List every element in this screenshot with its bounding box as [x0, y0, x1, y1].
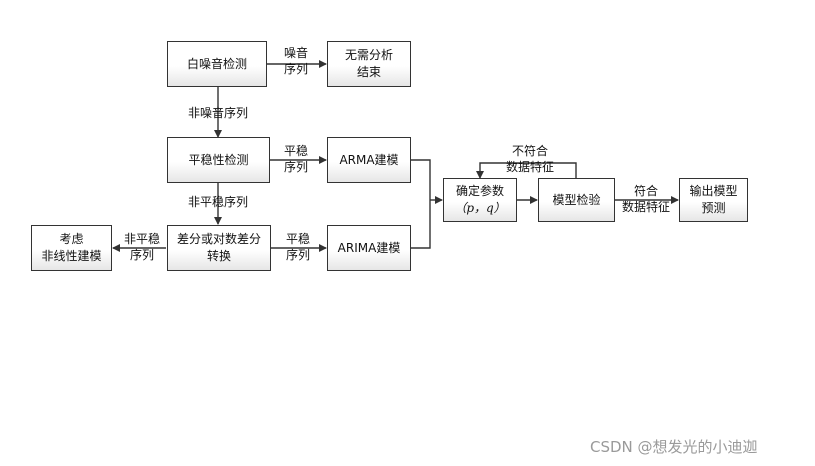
edge-label-noise-l1: 噪音	[283, 46, 308, 60]
output-label-line1: 输出模型	[689, 184, 738, 198]
nonlinear-label-line2: 非线性建模	[41, 249, 102, 263]
difference-label-line2: 转换	[206, 249, 231, 263]
csdn-watermark: CSDN @想发光的小迪迦	[590, 438, 758, 456]
edge-label-mismatch: 不符合 数据特征	[500, 143, 560, 175]
white-noise-test-node: 白噪音检测	[167, 41, 267, 87]
model-check-node: 模型检验	[538, 178, 615, 222]
connector-arma-to-params	[410, 159, 431, 200]
connector-arima-to-params	[410, 200, 431, 249]
no-analysis-end-node: 无需分析 结束	[327, 41, 411, 87]
arima-modeling-label: ARIMA建模	[337, 240, 401, 255]
arima-modeling-node: ARIMA建模	[327, 225, 411, 271]
arrow-check-to-params-feedback	[476, 162, 577, 179]
edge-label-non-noise: 非噪音序列	[187, 106, 248, 120]
stationarity-test-label: 平稳性检测	[188, 152, 249, 167]
edge-label-mismatch-l2: 数据特征	[505, 160, 554, 174]
edge-label-non-stable-left: 非平稳 序列	[120, 231, 164, 263]
edge-label-noise-series: 噪音 序列	[278, 45, 314, 77]
edge-label-match-l1: 符合	[633, 184, 658, 198]
edge-label-stable2-l1: 平稳	[285, 232, 310, 246]
white-noise-test-label: 白噪音检测	[186, 56, 247, 71]
no-analysis-label-line1: 无需分析	[344, 48, 393, 62]
output-label-line2: 预测	[701, 201, 726, 215]
edge-label-noise-l2: 序列	[283, 62, 308, 76]
determine-params-label-line1: 确定参数	[455, 184, 504, 198]
nonlinear-modeling-node: 考虑 非线性建模	[31, 225, 112, 271]
stationarity-test-node: 平稳性检测	[167, 137, 270, 183]
edge-label-non-stable-series: 非平稳序列	[178, 194, 258, 210]
edge-label-stable2-l2: 序列	[285, 248, 310, 262]
determine-params-label-line2: （p，q）	[454, 201, 506, 215]
edge-label-stable1-l2: 序列	[283, 160, 308, 174]
output-predict-node: 输出模型 预测	[679, 178, 748, 222]
nonlinear-label-line1: 考虑	[59, 232, 84, 246]
determine-params-node: 确定参数 （p，q）	[443, 178, 517, 222]
edge-label-match: 符合 数据特征	[616, 183, 676, 215]
difference-transform-node: 差分或对数差分 转换	[167, 225, 271, 271]
edge-label-stable-series-2: 平稳 序列	[280, 231, 316, 263]
edge-label-non-stable-left-l2: 序列	[129, 248, 154, 262]
difference-label-line1: 差分或对数差分	[176, 232, 261, 246]
arma-modeling-node: ARMA建模	[327, 137, 411, 183]
edge-label-match-l2: 数据特征	[621, 200, 670, 214]
edge-label-non-stable: 非平稳序列	[187, 195, 248, 209]
no-analysis-label-line2: 结束	[356, 65, 381, 79]
edge-label-mismatch-l1: 不符合	[511, 144, 548, 158]
model-check-label: 模型检验	[552, 192, 601, 207]
edge-label-stable1-l1: 平稳	[283, 144, 308, 158]
edge-label-stable-series-1: 平稳 序列	[278, 143, 314, 175]
edge-label-non-stable-left-l1: 非平稳	[123, 232, 160, 246]
edge-label-non-noise-series: 非噪音序列	[178, 105, 258, 121]
arma-modeling-label: ARMA建模	[339, 152, 399, 167]
